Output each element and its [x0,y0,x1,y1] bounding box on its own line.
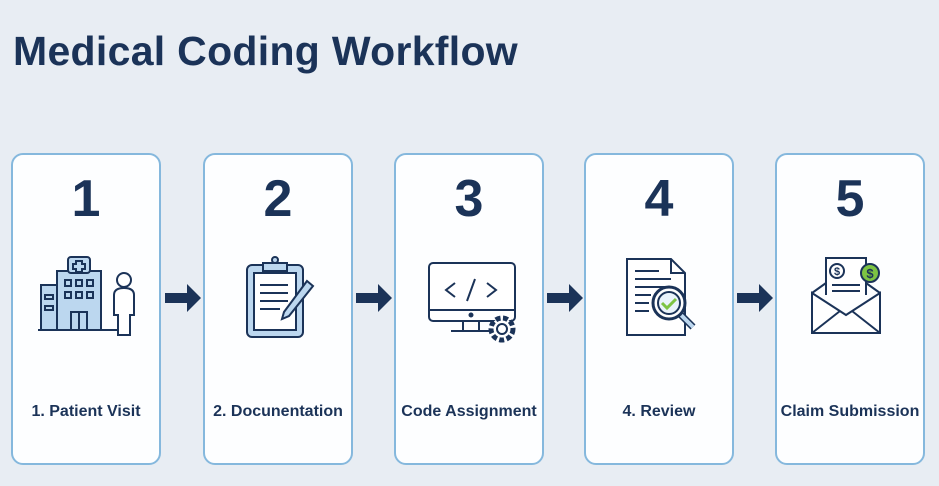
arrow-right-icon [547,284,583,312]
arrow-right-icon [356,284,392,312]
svg-text:$: $ [834,266,840,278]
step-number: 1 [71,170,101,228]
arrow-right-icon [737,284,773,312]
envelope-dollar-icon: $ $ [811,257,881,334]
step-number: 2 [263,170,293,228]
svg-text:$: $ [866,266,874,281]
step-card-review: 4 4. Review [584,153,734,465]
step-card-code-assignment: 3 Code Assignment [394,153,544,465]
step-label: 4. Review [622,403,696,420]
step-card-claim-submission: 5 $ $ Claim Submission [775,153,925,465]
step-number: 5 [835,170,865,228]
clipboard-pen-icon [246,256,315,338]
step-label: 2. Docunentation [213,403,343,420]
document-magnifier-check-icon [626,258,696,336]
step-card-patient-visit: 1 1. Patient Visit [11,153,161,465]
step-card-documentation: 2 2. Docunentation [203,153,353,465]
step-label: Code Assignment [401,403,537,420]
step-number: 3 [454,170,484,228]
step-label: 1. Patient Visit [31,403,141,420]
arrow-right-icon [165,284,201,312]
computer-code-gear-icon [428,262,516,343]
step-label: Claim Submission [780,403,920,420]
hospital-patient-icon [38,256,135,336]
step-number: 4 [644,170,674,228]
page-title: Medical Coding Workflow [13,28,518,74]
